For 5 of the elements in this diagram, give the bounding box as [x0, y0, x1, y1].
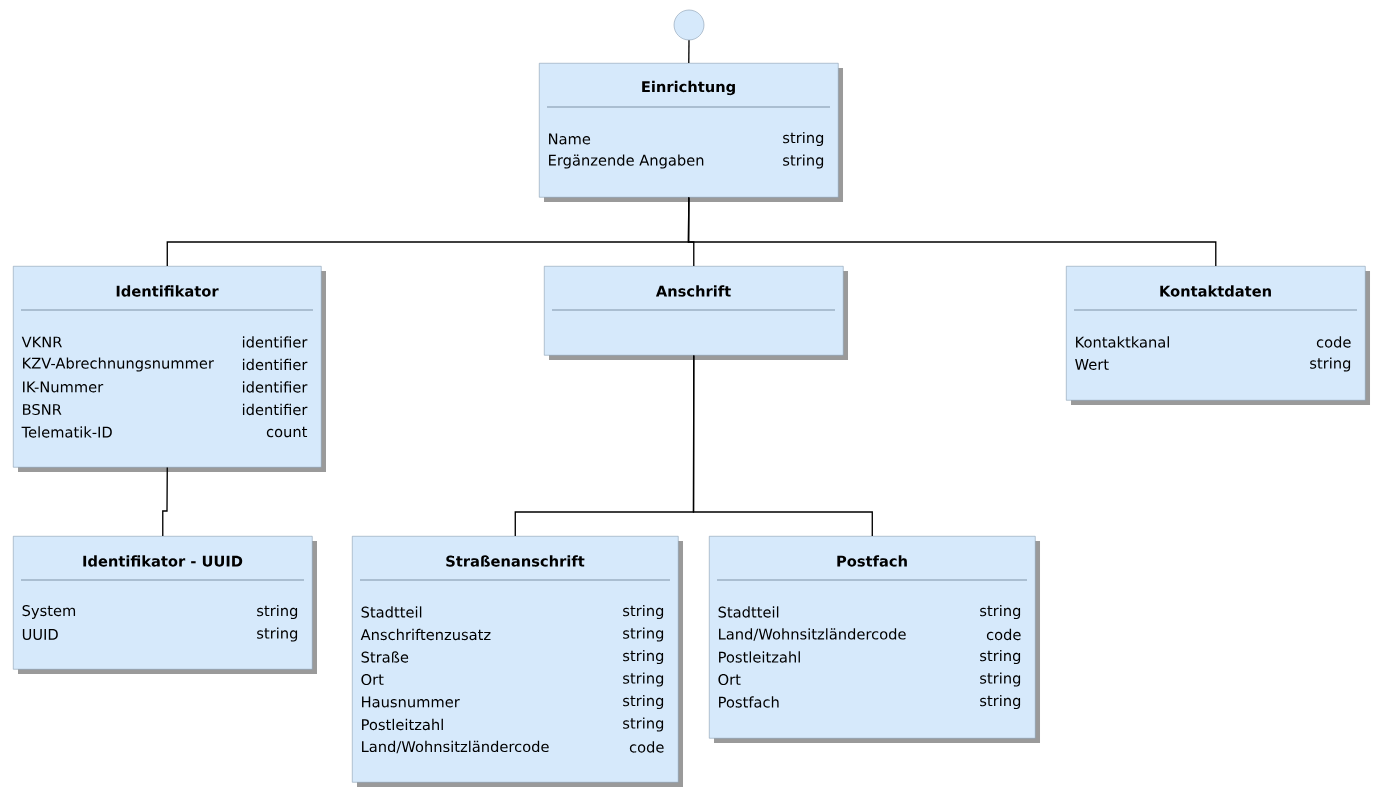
connector — [162, 466, 168, 537]
connector — [692, 354, 873, 537]
connector — [687, 196, 1217, 267]
start-circle — [673, 9, 705, 41]
connector — [688, 39, 690, 64]
